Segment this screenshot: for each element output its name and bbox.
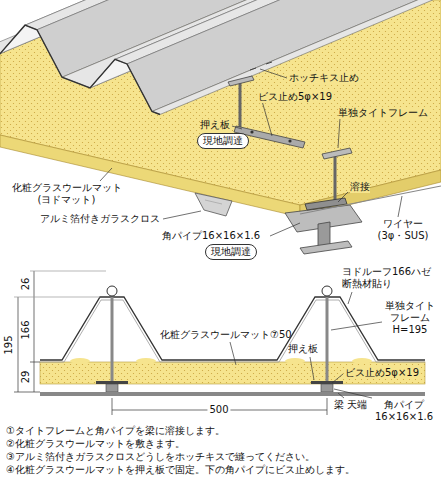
leader-lines bbox=[331, 322, 382, 330]
leader-lines bbox=[270, 223, 300, 236]
leader-lines bbox=[163, 211, 201, 219]
leader-lines bbox=[310, 357, 314, 380]
part-label: ヨドルーフ166ハゼ 断熱材貼り bbox=[342, 266, 439, 290]
note-text: ①タイトフレームと角パイプを梁に溶接します。 bbox=[6, 425, 225, 437]
roof-cut-end bbox=[0, 25, 160, 114]
part-label: 押え板 bbox=[200, 119, 230, 131]
dimension-lines bbox=[30, 362, 40, 363]
mat-section bbox=[352, 358, 372, 364]
part-label: ホッチキス止め bbox=[289, 72, 359, 84]
tight-frame bbox=[228, 76, 254, 86]
steel-beam bbox=[285, 198, 362, 254]
leader-lines bbox=[338, 393, 344, 398]
leader-lines bbox=[230, 292, 382, 398]
leader-lines bbox=[262, 101, 272, 136]
staple-marks bbox=[250, 68, 256, 70]
box-text: 現地調達 bbox=[203, 135, 243, 146]
dimension-lines bbox=[14, 297, 100, 298]
dimension-lines bbox=[14, 392, 40, 393]
note-text: ②化粧グラスウールマットを敷きます。 bbox=[6, 438, 185, 450]
tight-frame bbox=[322, 148, 352, 159]
steel-beam bbox=[300, 241, 352, 254]
dimension-label: 29 bbox=[20, 369, 32, 386]
dimension-lines bbox=[14, 271, 327, 415]
part-label: 梁 天端 bbox=[334, 399, 367, 411]
part-label: アルミ箔付きガラスクロス bbox=[40, 213, 160, 225]
dimension-lines bbox=[30, 271, 106, 272]
foil-cloth-flap bbox=[205, 200, 222, 204]
part-label: 化粧グラスウールマット (ヨドマット) bbox=[4, 182, 129, 206]
part-label: ビス止め5φ×19 bbox=[258, 91, 332, 103]
mat-section bbox=[70, 358, 90, 364]
staple-marks bbox=[250, 62, 272, 70]
leader-lines bbox=[230, 342, 236, 365]
pressing-plate bbox=[250, 130, 253, 133]
dimension-lines bbox=[112, 398, 113, 415]
mat-section bbox=[285, 358, 305, 364]
steel-beam bbox=[305, 198, 347, 210]
roof-profile bbox=[107, 286, 117, 296]
part-label: 単独タイトフレーム bbox=[338, 107, 428, 119]
leader-lines bbox=[100, 69, 402, 236]
part-label: ビス止め5φ×19 bbox=[345, 367, 419, 379]
tight-frame bbox=[239, 82, 242, 128]
leader-lines bbox=[338, 192, 348, 202]
frame-section bbox=[106, 384, 118, 392]
leader-lines bbox=[100, 168, 112, 181]
pressing-plate bbox=[288, 139, 291, 142]
dimension-lines bbox=[327, 398, 328, 415]
frame-section bbox=[321, 384, 333, 392]
foil-cloth-flap bbox=[195, 193, 232, 216]
box-text: 現地調達 bbox=[211, 246, 251, 257]
tight-frame bbox=[334, 154, 337, 204]
roof-face bbox=[152, 0, 441, 115]
glasswool-mat bbox=[0, 135, 300, 217]
foil-cloth-flap bbox=[195, 193, 232, 216]
note-text: ④化粧グラスウールマットを押え板で固定。下の角パイプにビス止めします。 bbox=[6, 464, 355, 476]
dimension-label: 166 bbox=[20, 318, 32, 341]
part-label: 化粧グラスウールマット⑦50 bbox=[160, 329, 292, 341]
part-label: 角パイプ 16×16×1.6 bbox=[370, 399, 438, 423]
dimension-label: 500 bbox=[207, 404, 230, 416]
part-label: 押え板 bbox=[288, 343, 318, 355]
part-label: ワイヤー (3φ・SUS) bbox=[370, 218, 436, 242]
leader-lines bbox=[398, 196, 402, 217]
part-label: 単独タイト フレーム H=195 bbox=[382, 300, 438, 336]
dimension-lines bbox=[18, 297, 19, 392]
source-locally-box: 現地調達 bbox=[197, 133, 249, 149]
mat-section bbox=[136, 358, 156, 364]
part-label: 角パイプ16×16×1.6 bbox=[162, 230, 260, 242]
leader-lines bbox=[334, 389, 372, 398]
leader-lines bbox=[348, 292, 352, 304]
dimension-label: 195 bbox=[3, 333, 15, 356]
part-label: 溶接 bbox=[350, 181, 370, 193]
dimension-lines bbox=[34, 271, 35, 392]
leader-lines bbox=[332, 374, 343, 383]
dimension-label: 26 bbox=[20, 276, 32, 293]
frame-section bbox=[111, 297, 114, 384]
leader-lines bbox=[338, 118, 340, 148]
frame-section bbox=[96, 381, 128, 384]
frame-section bbox=[326, 297, 329, 384]
mat-section bbox=[40, 362, 425, 384]
roof-profile bbox=[322, 286, 332, 296]
frame-section bbox=[40, 392, 425, 396]
staple-marks bbox=[266, 62, 272, 64]
glasswool-mat bbox=[300, 170, 441, 217]
source-locally-box: 現地調達 bbox=[205, 244, 257, 260]
note-text: ③アルミ箔付きガラスクロスどうしをホッチキスで縫ってください。 bbox=[6, 451, 315, 463]
frame-section bbox=[40, 297, 425, 396]
frame-section bbox=[311, 381, 343, 384]
leader-lines bbox=[232, 126, 242, 129]
wire bbox=[300, 186, 441, 214]
roof-panel bbox=[0, 0, 441, 115]
wire bbox=[300, 186, 441, 214]
leader-lines bbox=[260, 69, 287, 78]
